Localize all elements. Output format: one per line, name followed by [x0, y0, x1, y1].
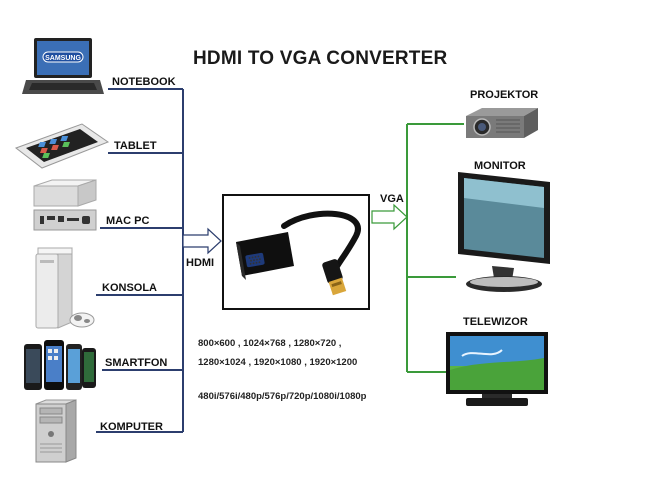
- resolutions-line-1: 800×600 , 1024×768 , 1280×720 ,: [198, 338, 342, 349]
- vga-label: VGA: [380, 193, 404, 205]
- television-icon: [446, 332, 548, 406]
- input-bus: [96, 88, 184, 433]
- output-label-projektor: PROJEKTOR: [470, 89, 539, 101]
- hdmi-arrow: [182, 227, 222, 255]
- hdmi-vga-adapter-icon: [236, 210, 361, 296]
- source-label-konsola: KONSOLA: [102, 282, 157, 294]
- source-label-notebook: NOTEBOOK: [112, 76, 176, 88]
- source-label-tablet: TABLET: [114, 140, 157, 152]
- projector-icon: [466, 108, 538, 138]
- mac-mini-icon: [33, 179, 97, 231]
- diagram-title: HDMI TO VGA CONVERTER: [193, 48, 448, 69]
- output-label-telewizor: TELEWIZOR: [463, 316, 528, 328]
- desktop-tower-icon: [35, 399, 77, 463]
- hdmi-label: HDMI: [186, 257, 215, 269]
- samsung-logo-text: SAMSUNG: [45, 55, 81, 62]
- game-console-icon: [35, 247, 95, 329]
- source-label-smartfon: SMARTFON: [105, 357, 168, 369]
- output-label-monitor: MONITOR: [474, 160, 526, 172]
- smartphone-icon: [24, 340, 96, 390]
- vga-arrow: [371, 203, 408, 231]
- laptop-icon: SAMSUNG: [22, 38, 104, 94]
- tablet-icon: [14, 123, 110, 169]
- source-label-komputer: KOMPUTER: [100, 421, 163, 433]
- source-label-mac-pc: MAC PC: [106, 215, 150, 227]
- resolutions-line-3: 480i/576i/480p/576p/720p/1080i/1080p: [198, 391, 367, 402]
- monitor-icon: [458, 172, 550, 292]
- resolutions-line-2: 1280×1024 , 1920×1080 , 1920×1200: [198, 357, 358, 368]
- output-bus: [406, 123, 464, 373]
- converter-image: [222, 194, 370, 310]
